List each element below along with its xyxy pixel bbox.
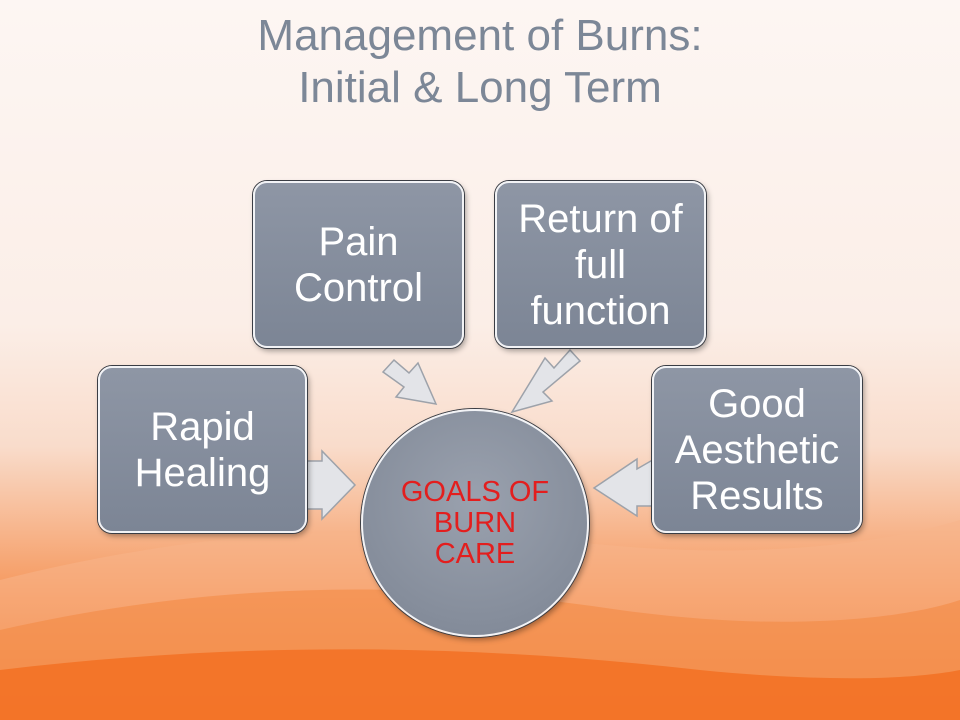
node-return-of-full-function-label: Return of full function xyxy=(518,196,683,333)
node-return-of-full-function: Return of full function xyxy=(495,181,706,348)
arrow-from-return-of-function xyxy=(510,348,582,414)
arrow-from-good-aesthetic xyxy=(592,456,657,518)
node-good-aesthetic-results: Good Aesthetic Results xyxy=(652,366,862,533)
slide-title: Management of Burns: Initial & Long Term xyxy=(0,10,960,114)
center-goals-circle: GOALS OF BURN CARE xyxy=(361,409,589,637)
node-good-aesthetic-results-label: Good Aesthetic Results xyxy=(674,381,840,518)
arrow-from-pain-control xyxy=(381,358,438,405)
title-line-2: Initial & Long Term xyxy=(298,63,662,112)
node-rapid-healing-label: Rapid Healing xyxy=(134,404,271,495)
title-line-1: Management of Burns: xyxy=(257,11,703,60)
node-pain-control-label: Pain Control xyxy=(294,219,423,310)
node-rapid-healing: Rapid Healing xyxy=(98,366,307,533)
node-pain-control: Pain Control xyxy=(253,181,464,348)
center-goals-label: GOALS OF BURN CARE xyxy=(400,475,550,570)
arrow-from-rapid-healing xyxy=(305,449,357,521)
